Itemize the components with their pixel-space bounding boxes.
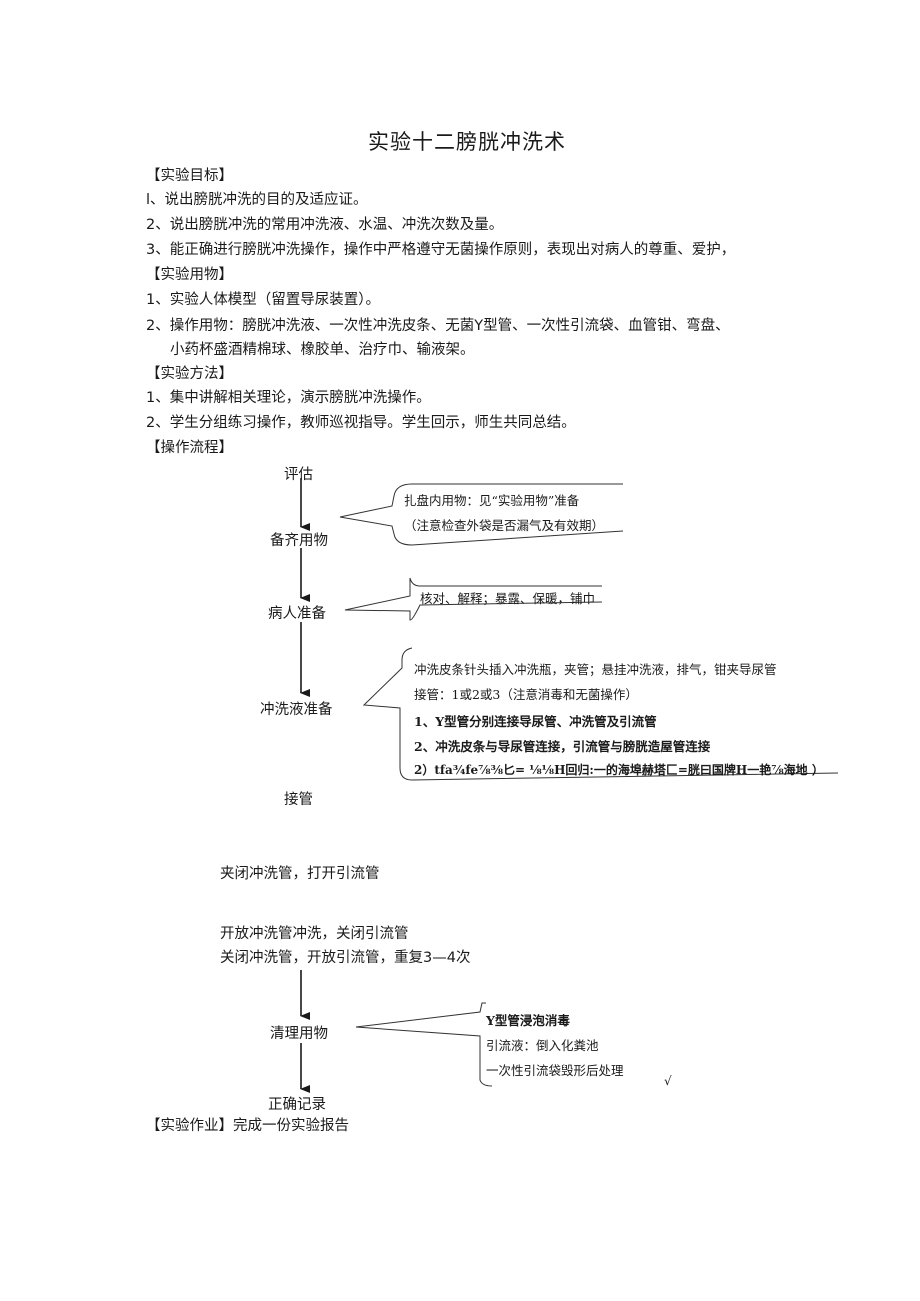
supplies-heading: 【实验用物】 bbox=[146, 267, 233, 283]
supplies-item: 小药杯盛酒精棉球、橡胶单、治疗巾、输液架。 bbox=[170, 342, 475, 358]
note-solution-line: 冲洗皮条针头插入冲洗瓶，夹管；悬挂冲洗液，排气，钳夹导尿管 bbox=[414, 662, 777, 677]
flow-step-supplies: 备齐用物 bbox=[270, 533, 328, 549]
callout-cleanup bbox=[355, 1002, 493, 1087]
method-item: 2、学生分组练习操作，教师巡视指导。学生回示，师生共同总结。 bbox=[146, 415, 576, 431]
flow-step-clamp: 夹闭冲洗管，打开引流管 bbox=[220, 866, 380, 882]
check-mark: √ bbox=[664, 1074, 672, 1088]
goal-item: 2、说出膀胱冲洗的常用冲洗液、水温、冲洗次数及量。 bbox=[146, 217, 504, 233]
flow-step-record: 正确记录 bbox=[268, 1097, 326, 1113]
note-solution-line: 2、冲洗皮条与导尿管连接，引流管与膀胱造屋管连接 bbox=[414, 739, 711, 754]
flow-step-patient: 病人准备 bbox=[268, 606, 326, 622]
callout-patient bbox=[344, 577, 603, 621]
homework-line: 【实验作业】完成一份实验报告 bbox=[146, 1118, 349, 1134]
flow-step-connect: 接管 bbox=[284, 792, 313, 808]
note-cleanup-line: 引流液：倒入化粪池 bbox=[486, 1038, 599, 1053]
goal-heading: 【实验目标】 bbox=[146, 168, 233, 184]
note-patient-line: 核对、解释；暴露、保暖，铺巾 bbox=[420, 591, 596, 606]
note-supplies-line: （注意检查外袋是否漏气及有效期） bbox=[404, 518, 605, 533]
note-cleanup-line: 一次性引流袋毁形后处理 bbox=[486, 1063, 624, 1078]
page-title: 实验十二膀胱冲洗术 bbox=[368, 130, 566, 154]
callout-supplies bbox=[339, 483, 624, 546]
supplies-item: 1、实验人体模型（留置导尿装置）。 bbox=[146, 292, 380, 308]
supplies-item: 2、操作用物：膀胱冲洗液、一次性冲洗皮条、无菌Y型管、一次性引流袋、血管钳、弯盘… bbox=[146, 318, 730, 334]
flow-step-flush: 开放冲洗管冲洗，关闭引流管 bbox=[220, 926, 409, 942]
goal-item: l、说出膀胱冲洗的目的及适应证。 bbox=[146, 192, 368, 208]
flow-step-cleanup: 清理用物 bbox=[270, 1026, 328, 1042]
flow-step-solution: 冲洗液准备 bbox=[260, 702, 333, 718]
flow-step-assess: 评估 bbox=[284, 467, 313, 483]
note-supplies-line: 扎盘内用物：见“实验用物”准备 bbox=[404, 493, 580, 508]
note-solution-line: 1、Y型管分别连接导尿管、冲洗管及引流管 bbox=[414, 714, 657, 729]
method-heading: 【实验方法】 bbox=[146, 366, 233, 382]
note-solution-line: 2）tfa¾fe⅞⅜匕= ⅛⅛H回归:一的海埠赫塔匚=胱曰国牌H一艳⅞海地 ） bbox=[414, 763, 824, 777]
method-item: 1、集中讲解相关理论，演示膀胱冲洗操作。 bbox=[146, 390, 431, 406]
goal-item: 3、能正确进行膀胱冲洗操作，操作中严格遵守无菌操作原则，表现出对病人的尊重、爱护… bbox=[146, 242, 736, 258]
note-solution-line: 接管：1或2或3（注意消毒和无菌操作） bbox=[414, 687, 638, 702]
callout-solution bbox=[362, 647, 839, 781]
note-cleanup-line: Y型管浸泡消毒 bbox=[486, 1013, 570, 1028]
flow-heading: 【操作流程】 bbox=[146, 440, 233, 456]
flow-step-repeat: 关闭冲洗管，开放引流管，重复3—4次 bbox=[220, 950, 471, 966]
